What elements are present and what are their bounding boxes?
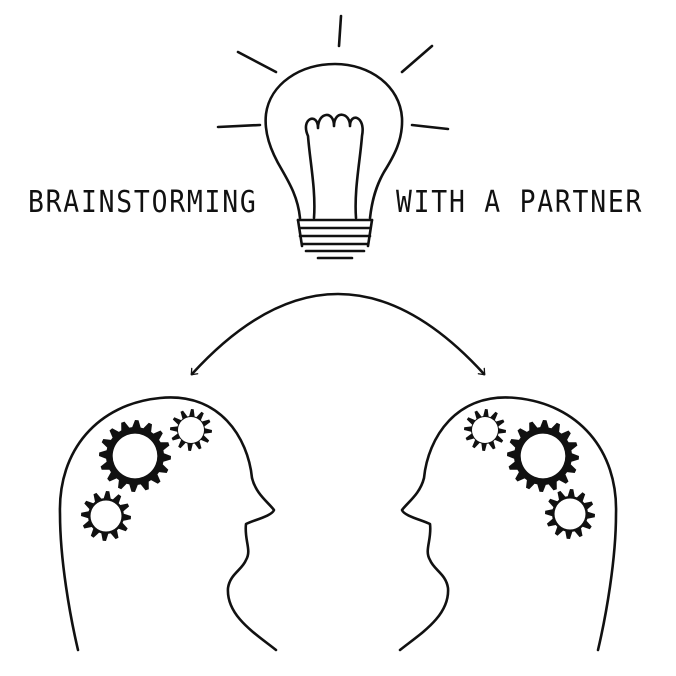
with-a-partner-label: WITH A PARTNER [396,185,644,220]
bulb-ray [216,123,262,129]
bulb-glass [264,62,404,220]
lightbulb-icon [216,14,450,260]
gear-icon [545,489,595,539]
bulb-ray [400,44,434,74]
gear-icon [99,420,171,492]
bulb-ray [410,123,450,131]
bulb-base-sides [296,218,374,248]
bulb-filament [304,113,364,220]
bulb-base [296,218,374,260]
bulb-ray [337,14,343,48]
head-right-outline [398,396,618,652]
gear-icon [464,409,506,451]
gear-icon [507,420,579,492]
gear-icon [81,491,131,541]
gears-group [81,409,595,541]
bulb-ray [236,50,278,74]
double-headed-arrow-icon [190,292,486,376]
gear-icon [170,409,212,451]
brainstorming-label: BRAINSTORMING [28,185,258,220]
head-left-outline [58,396,278,652]
